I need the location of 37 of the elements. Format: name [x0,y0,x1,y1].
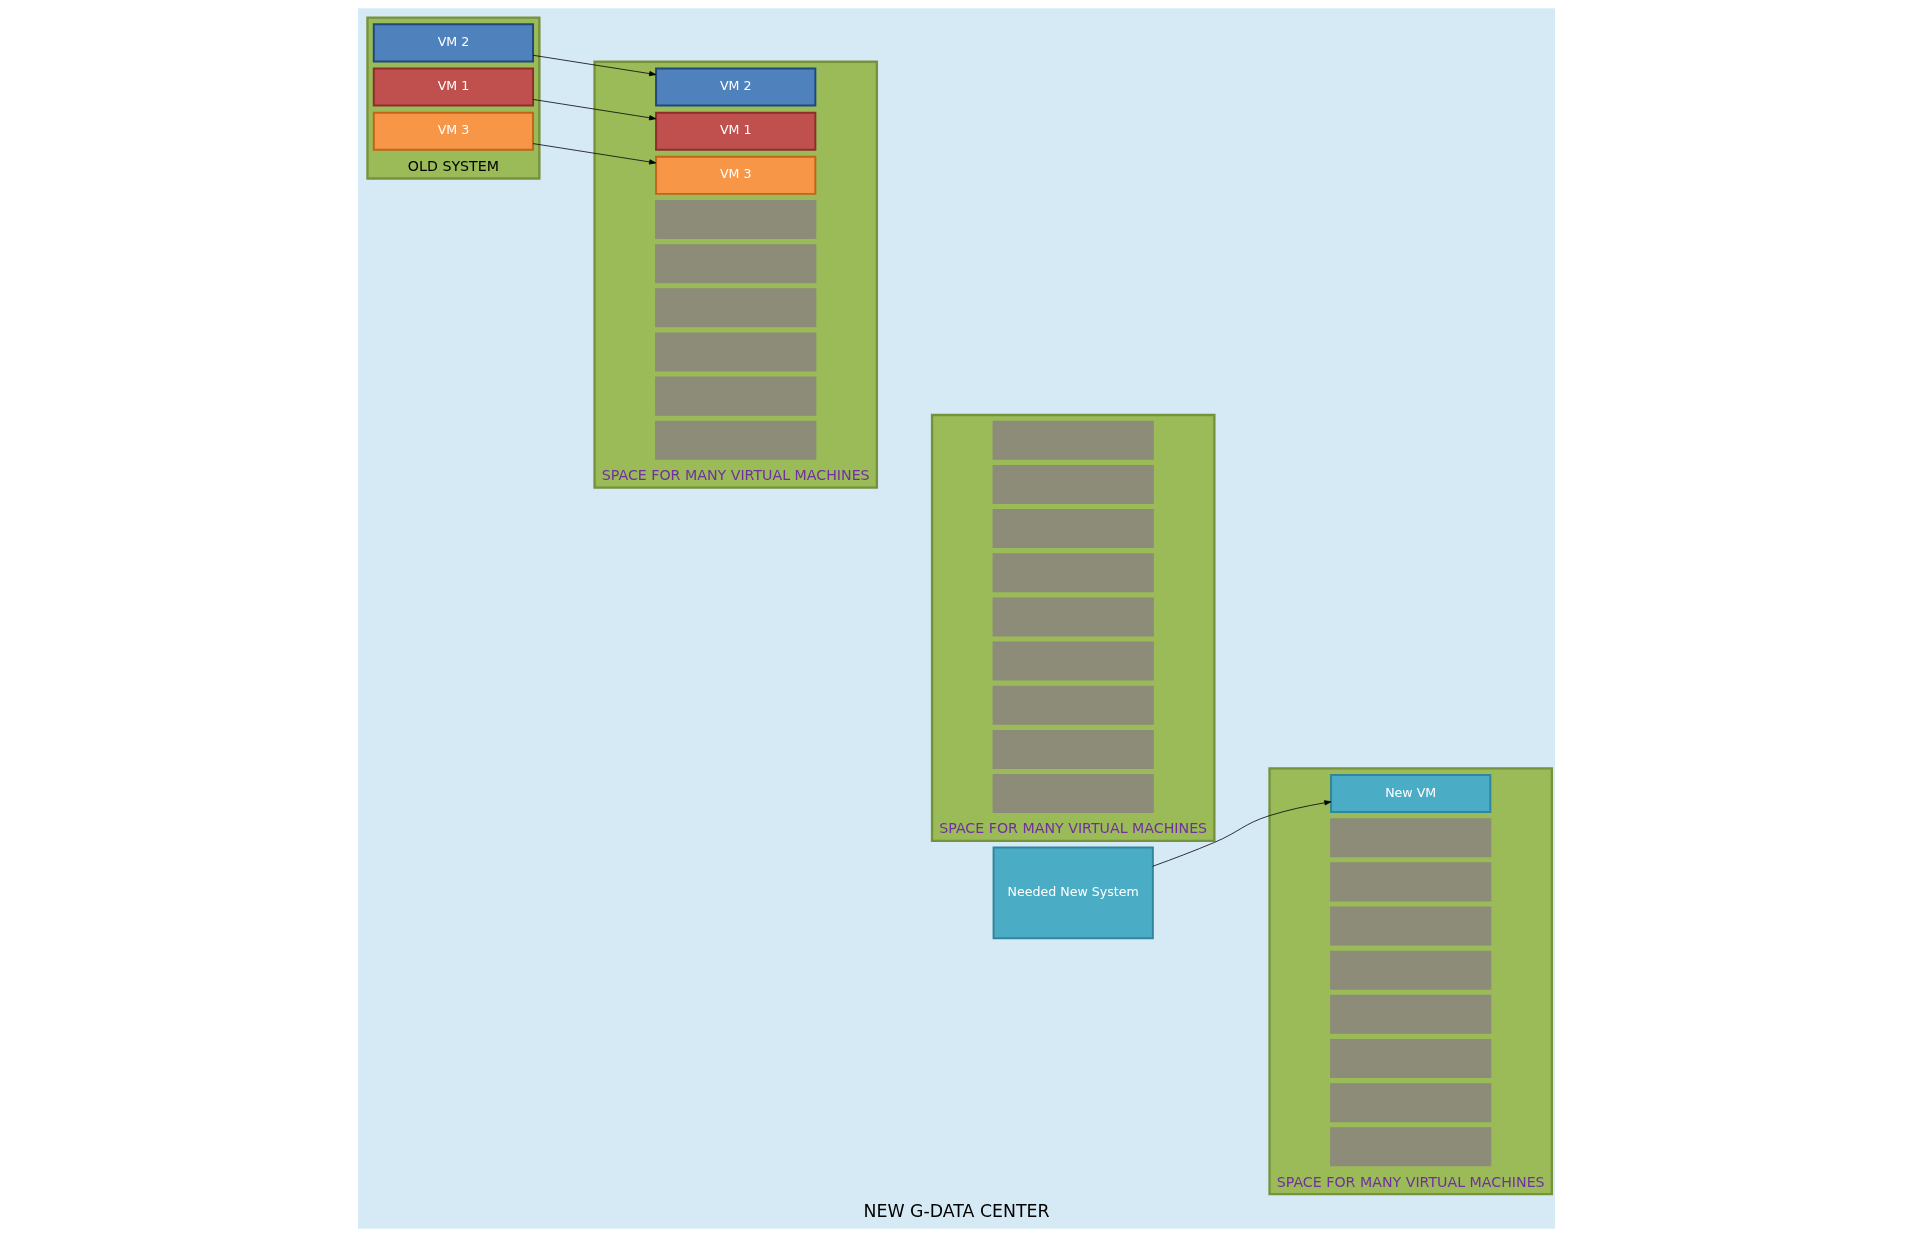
node-box [992,729,1154,769]
node-box [654,288,816,328]
node-box [1329,862,1491,902]
node-box: VM 1 [654,111,816,151]
node-box [1329,1083,1491,1123]
node-box [654,420,816,460]
node-box [1329,994,1491,1034]
node-box [992,641,1154,681]
node-box [992,464,1154,504]
node-box [1329,906,1491,946]
node-box [654,376,816,416]
node-box: VM 2 [654,67,816,107]
node-box: VM 3 [372,111,534,151]
node-box [992,420,1154,460]
node-box: VM 2 [372,23,534,63]
node-box: Needed New System [992,846,1154,940]
node-box: New VM [1329,774,1491,814]
node-box: VM 1 [372,67,534,107]
node-box [992,553,1154,593]
node-box [654,332,816,372]
node-box [992,597,1154,637]
cluster: SPACE FOR MANY VIRTUAL MACHINES [930,413,1216,843]
arrow [532,143,656,165]
node-box [654,200,816,239]
node-box [992,774,1154,814]
node-box [654,244,816,284]
arrow [1152,800,1331,867]
caption: NEW G-DATA CENTER [863,1201,1049,1222]
node-box [992,685,1154,725]
arrow [532,54,656,77]
arrow [532,99,656,121]
node-box [1329,818,1491,858]
node-box: VM 3 [654,155,816,195]
node-box [1329,1039,1491,1078]
node-box [992,509,1154,549]
node-box [1329,1127,1491,1167]
node-box [1329,950,1491,990]
